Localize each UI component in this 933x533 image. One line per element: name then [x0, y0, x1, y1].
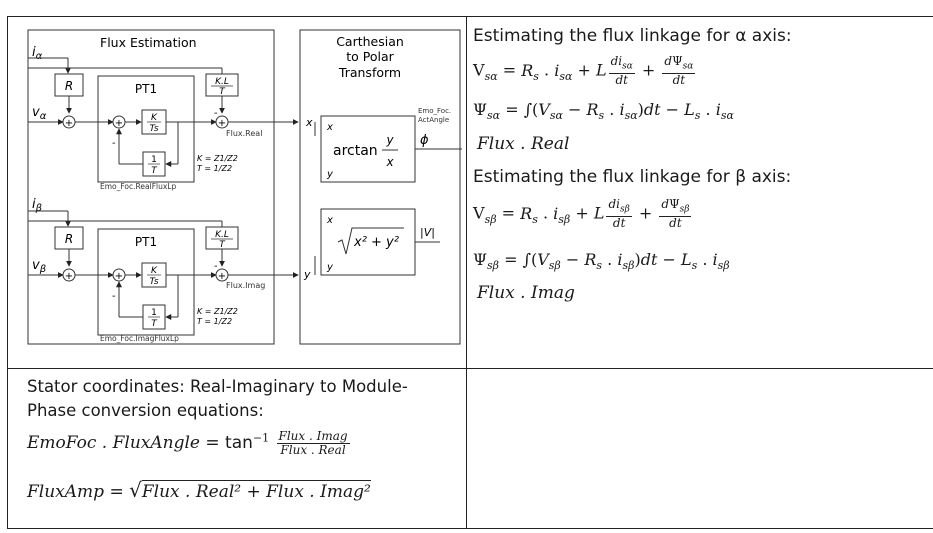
svg-text:T: T	[219, 240, 226, 250]
act-angle-label-1: Emo_Foc.	[418, 107, 451, 115]
phi-label: ϕ	[420, 133, 429, 148]
svg-text:x: x	[326, 122, 333, 133]
svg-text:-: -	[112, 291, 116, 302]
input-ia-label: iα	[32, 45, 43, 62]
sqrt-expression: x² + y²	[353, 235, 399, 250]
real-block-name: Emo_Foc.RealFluxLp	[100, 182, 176, 191]
input-ib-label: iβ	[32, 197, 43, 214]
svg-text:R: R	[65, 79, 73, 93]
svg-text:T: T	[219, 87, 226, 97]
imag-block-name: Emo_Foc.ImagFluxLp	[100, 334, 179, 343]
pt1-label-alpha: PT1	[135, 82, 157, 96]
flux-imag-output-label: Flux.Imag	[226, 281, 265, 290]
svg-text:y: y	[303, 268, 311, 281]
svg-text:K: K	[151, 113, 158, 123]
svg-text:+: +	[218, 118, 226, 129]
stator-coordinates-note: Stator coordinates: Real-Imaginary to Mo…	[27, 377, 408, 420]
cartesian-to-polar-box	[299, 29, 461, 345]
t-formula-alpha: T = 1/Z2	[197, 164, 232, 173]
table-mid-col-border	[466, 16, 467, 528]
svg-text:1: 1	[151, 155, 157, 165]
flux-estimation-title: Flux Estimation	[100, 35, 197, 50]
pt1-box-alpha	[97, 75, 195, 183]
pt1-box-beta	[97, 228, 195, 336]
k-formula-alpha: K = Z1/Z2	[197, 154, 238, 163]
arctan-label: arctan	[333, 143, 378, 159]
svg-text:y: y	[326, 262, 334, 273]
table-mid-row-border	[7, 368, 933, 369]
svg-text:-: -	[112, 138, 116, 149]
svg-text:K.L: K.L	[215, 230, 229, 240]
svg-text:Ts: Ts	[149, 124, 158, 134]
table-left-border	[7, 16, 8, 528]
flux-amp-equation: FluxAmp = √Flux . Real² + Flux . Imag²	[27, 478, 371, 502]
table-bottom-border	[7, 528, 933, 529]
svg-text:y: y	[326, 169, 334, 180]
cartesian-title-line2: to Polar	[346, 49, 394, 64]
svg-text:1: 1	[151, 308, 157, 318]
svg-text:+: +	[115, 271, 123, 282]
flux-imag-label: Flux . Imag	[477, 283, 575, 303]
t-formula-beta: T = 1/Z2	[197, 317, 232, 326]
svg-text:x: x	[385, 155, 394, 169]
svg-text:T: T	[151, 319, 158, 329]
table-top-border	[7, 16, 933, 17]
alpha-flux-equation: Ψsα = ∫(Vsα − Rs . isα)dt − Ls . isα	[473, 100, 734, 123]
svg-text:+: +	[65, 118, 73, 129]
svg-text:+: +	[218, 271, 226, 282]
svg-text:-: -	[214, 261, 218, 272]
svg-text:R: R	[65, 232, 73, 246]
magnitude-block	[320, 208, 416, 276]
svg-text:Ts: Ts	[149, 277, 158, 287]
svg-text:-: -	[214, 108, 218, 119]
cartesian-title-line1: Carthesian	[336, 34, 404, 49]
k-formula-beta: K = Z1/Z2	[197, 307, 238, 316]
act-angle-label-2: ActAngle	[418, 116, 449, 124]
input-va-label: vα	[32, 105, 47, 122]
cartesian-title-line3: Transform	[338, 65, 401, 80]
svg-text:K: K	[151, 266, 158, 276]
svg-text:x: x	[326, 215, 333, 226]
alpha-heading: Estimating the flux linkage for α axis:	[473, 26, 792, 46]
flux-real-label: Flux . Real	[477, 134, 570, 154]
svg-text:+: +	[65, 271, 73, 282]
input-vb-label: vβ	[32, 258, 47, 275]
svg-text:x: x	[305, 116, 313, 129]
svg-text:K.L: K.L	[215, 77, 229, 87]
pt1-label-beta: PT1	[135, 235, 157, 249]
svg-text:+: +	[115, 118, 123, 129]
svg-text:y: y	[385, 133, 394, 147]
beta-flux-equation: Ψsβ = ∫(Vsβ − Rs . isβ)dt − Ls . isβ	[473, 250, 730, 273]
flux-estimation-box	[27, 29, 275, 345]
flux-estimation-diagram: Flux Estimation Carthesian to Polar Tran…	[27, 29, 462, 345]
magnitude-label: |V|	[420, 226, 435, 239]
beta-heading: Estimating the flux linkage for β axis:	[473, 167, 792, 187]
flux-real-output-label: Flux.Real	[226, 129, 262, 138]
svg-text:T: T	[151, 166, 158, 176]
